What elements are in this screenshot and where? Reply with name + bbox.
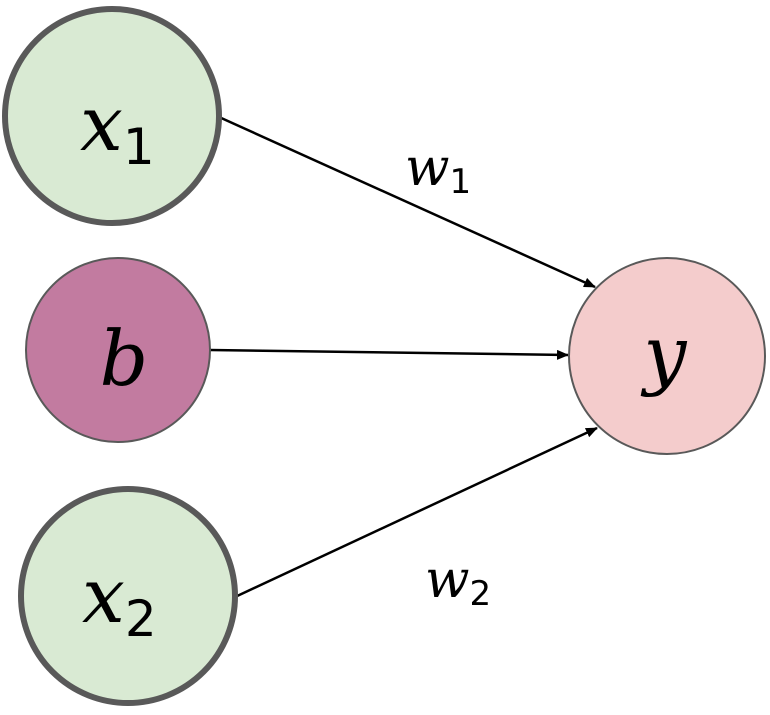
node-b-label: b [100, 314, 149, 403]
edge-label-w2: w2 [425, 550, 491, 614]
node-y-label: y [641, 309, 688, 398]
edge-label-w1: w1 [405, 138, 471, 202]
edge-b-to-y [209, 348, 569, 360]
node-x1: x1 [2, 6, 222, 226]
node-x1-circle [2, 6, 222, 226]
node-x2-label: x2 [82, 551, 157, 648]
node-y-circle [568, 257, 766, 455]
node-b: b [25, 257, 211, 443]
node-x2: x2 [18, 486, 238, 706]
edge-x1-to-y [218, 115, 596, 289]
node-x1-label: x1 [80, 79, 155, 176]
node-b-circle [25, 257, 211, 443]
node-x2-circle [18, 486, 238, 706]
edge-x2-to-y [234, 426, 598, 599]
node-y: y [568, 257, 766, 455]
